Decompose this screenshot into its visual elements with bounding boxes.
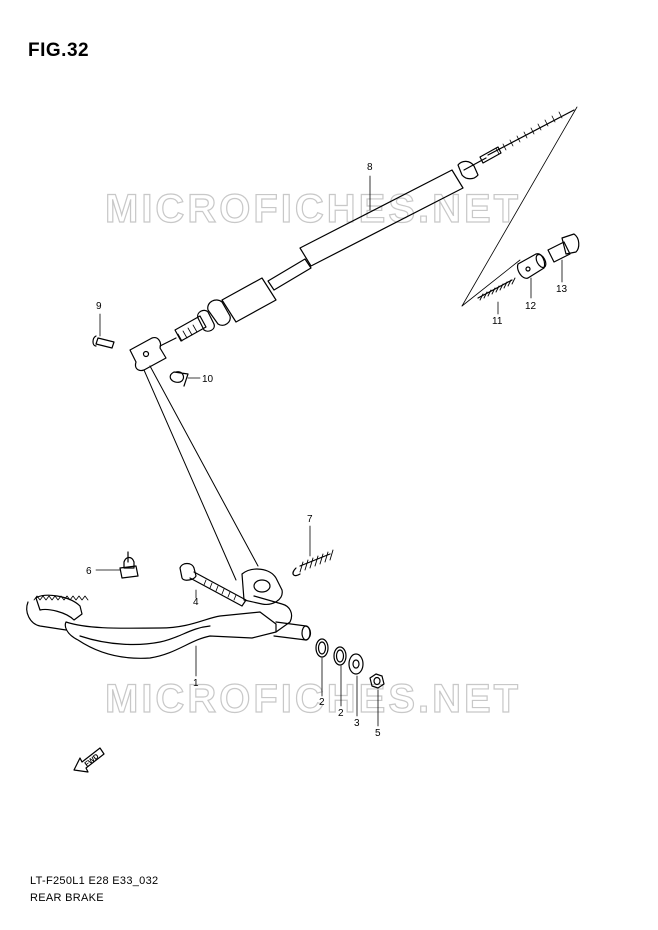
brake-pedal — [26, 568, 312, 659]
watermark-upper: MICROFICHES.NET — [105, 187, 521, 231]
section-name: REAR BRAKE — [30, 892, 104, 904]
brake-cable — [129, 109, 575, 372]
callout-11: 11 — [492, 316, 503, 327]
assembly-leader-adjuster — [461, 259, 521, 307]
pedal-link-line-2 — [149, 365, 259, 567]
adjuster-nut — [547, 233, 580, 263]
callout-1: 1 — [193, 678, 199, 689]
fwd-label: FWD — [84, 753, 101, 768]
callout-2a: 2 — [319, 697, 325, 708]
watermark-lower: MICROFICHES.NET — [105, 677, 521, 721]
cable-joint — [517, 253, 547, 279]
callout-3: 3 — [354, 718, 360, 729]
callout-9: 9 — [96, 301, 102, 312]
callout-7: 7 — [307, 514, 313, 525]
callout-5: 5 — [375, 728, 381, 739]
callout-12: 12 — [525, 301, 537, 312]
figure-title: FIG.32 — [28, 40, 90, 61]
clevis-pin — [92, 335, 115, 349]
callout-4: 4 — [193, 597, 199, 608]
adjuster-spring — [477, 277, 516, 301]
pedal-stopper — [119, 551, 139, 579]
washer-2a — [315, 638, 329, 658]
callout-8: 8 — [367, 162, 373, 173]
callout-13: 13 — [556, 284, 568, 295]
return-spring — [292, 549, 334, 577]
cotter-clip — [169, 371, 189, 387]
pedal-link-line — [143, 369, 237, 581]
fwd-arrow-icon — [73, 747, 105, 773]
callout-leaders — [95, 175, 563, 727]
callout-2b: 2 — [338, 708, 344, 719]
callout-10: 10 — [202, 374, 214, 385]
callout-6: 6 — [86, 566, 92, 577]
washer-3 — [348, 653, 364, 675]
pedal-bolt — [179, 562, 247, 607]
nut-5 — [369, 673, 385, 689]
model-code: LT-F250L1 E28 E33_032 — [30, 875, 159, 887]
assembly-leader-cable — [461, 106, 578, 307]
washer-2b — [333, 646, 347, 666]
